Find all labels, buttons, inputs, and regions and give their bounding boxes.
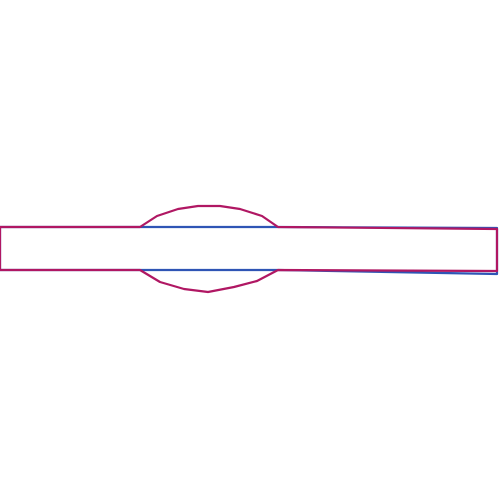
- bulged-outline: [0, 204, 499, 294]
